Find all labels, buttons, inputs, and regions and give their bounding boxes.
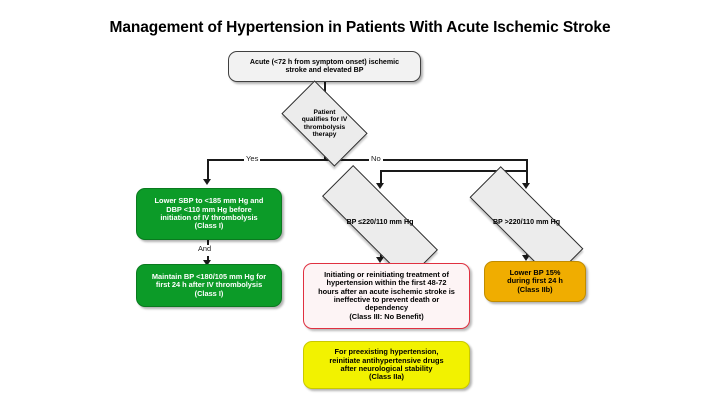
arrowhead-yes-branch	[203, 179, 211, 185]
node-start-text: Acute (<72 h from symptom onset) ischemi…	[249, 57, 400, 74]
connector-horizontal-bus	[207, 159, 527, 161]
connector-yes-branch	[207, 159, 209, 181]
node-decision-thrombolysis-text: Patient qualifies for IV thrombolysis th…	[301, 108, 348, 138]
connector-to-decision-bp-gt	[526, 170, 528, 185]
node-decision-thrombolysis[interactable]: Patient qualifies for IV thrombolysis th…	[281, 80, 368, 167]
node-yellow-preexisting-text: For preexisting hypertension, reinitiate…	[329, 347, 444, 382]
node-decision-bp-gt[interactable]: BP >220/110 mm Hg	[468, 166, 585, 280]
arrowhead-and-to-green2	[203, 260, 211, 266]
connector-label-and: And	[196, 244, 214, 253]
connector-and-to-green2	[207, 256, 209, 263]
branch-label-yes: Yes	[244, 154, 261, 163]
node-amber-lower-15-text: Lower BP 15% during first 24 h (Class II…	[507, 268, 563, 294]
arrowhead-to-decision-bp-le	[376, 183, 384, 189]
node-start[interactable]: Acute (<72 h from symptom onset) ischemi…	[228, 51, 421, 82]
node-red-no-benefit[interactable]: Initiating or reinitiating treatment of …	[303, 263, 470, 329]
page-title: Management of Hypertension in Patients W…	[109, 19, 611, 36]
node-green-maintain-bp-text: Maintain BP <180/105 mm Hg for first 24 …	[151, 272, 267, 298]
node-green-lower-bp-text: Lower SBP to <185 mm Hg and DBP <110 mm …	[154, 196, 264, 231]
arrowhead-bp-gt-to-amber	[522, 255, 530, 261]
node-decision-bp-gt-text: BP >220/110 mm Hg	[492, 218, 561, 227]
connector-green1-to-and	[207, 240, 209, 247]
node-yellow-preexisting[interactable]: For preexisting hypertension, reinitiate…	[303, 341, 470, 389]
node-green-maintain-bp[interactable]: Maintain BP <180/105 mm Hg for first 24 …	[136, 264, 282, 307]
node-green-lower-bp[interactable]: Lower SBP to <185 mm Hg and DBP <110 mm …	[136, 188, 282, 240]
node-decision-bp-le-text: BP ≤220/110 mm Hg	[346, 218, 414, 227]
node-decision-bp-le[interactable]: BP ≤220/110 mm Hg	[320, 165, 440, 281]
node-amber-lower-15[interactable]: Lower BP 15% during first 24 h (Class II…	[484, 261, 586, 302]
branch-label-no: No	[369, 154, 383, 163]
connector-no-branch	[526, 159, 528, 171]
arrowhead-bp-le-to-red	[376, 257, 384, 263]
connector-no-sub-bus	[380, 170, 528, 172]
arrowhead-to-decision-bp-gt	[522, 183, 530, 189]
node-red-no-benefit-text: Initiating or reinitiating treatment of …	[318, 270, 455, 321]
connector-to-decision-bp-le	[380, 170, 382, 185]
